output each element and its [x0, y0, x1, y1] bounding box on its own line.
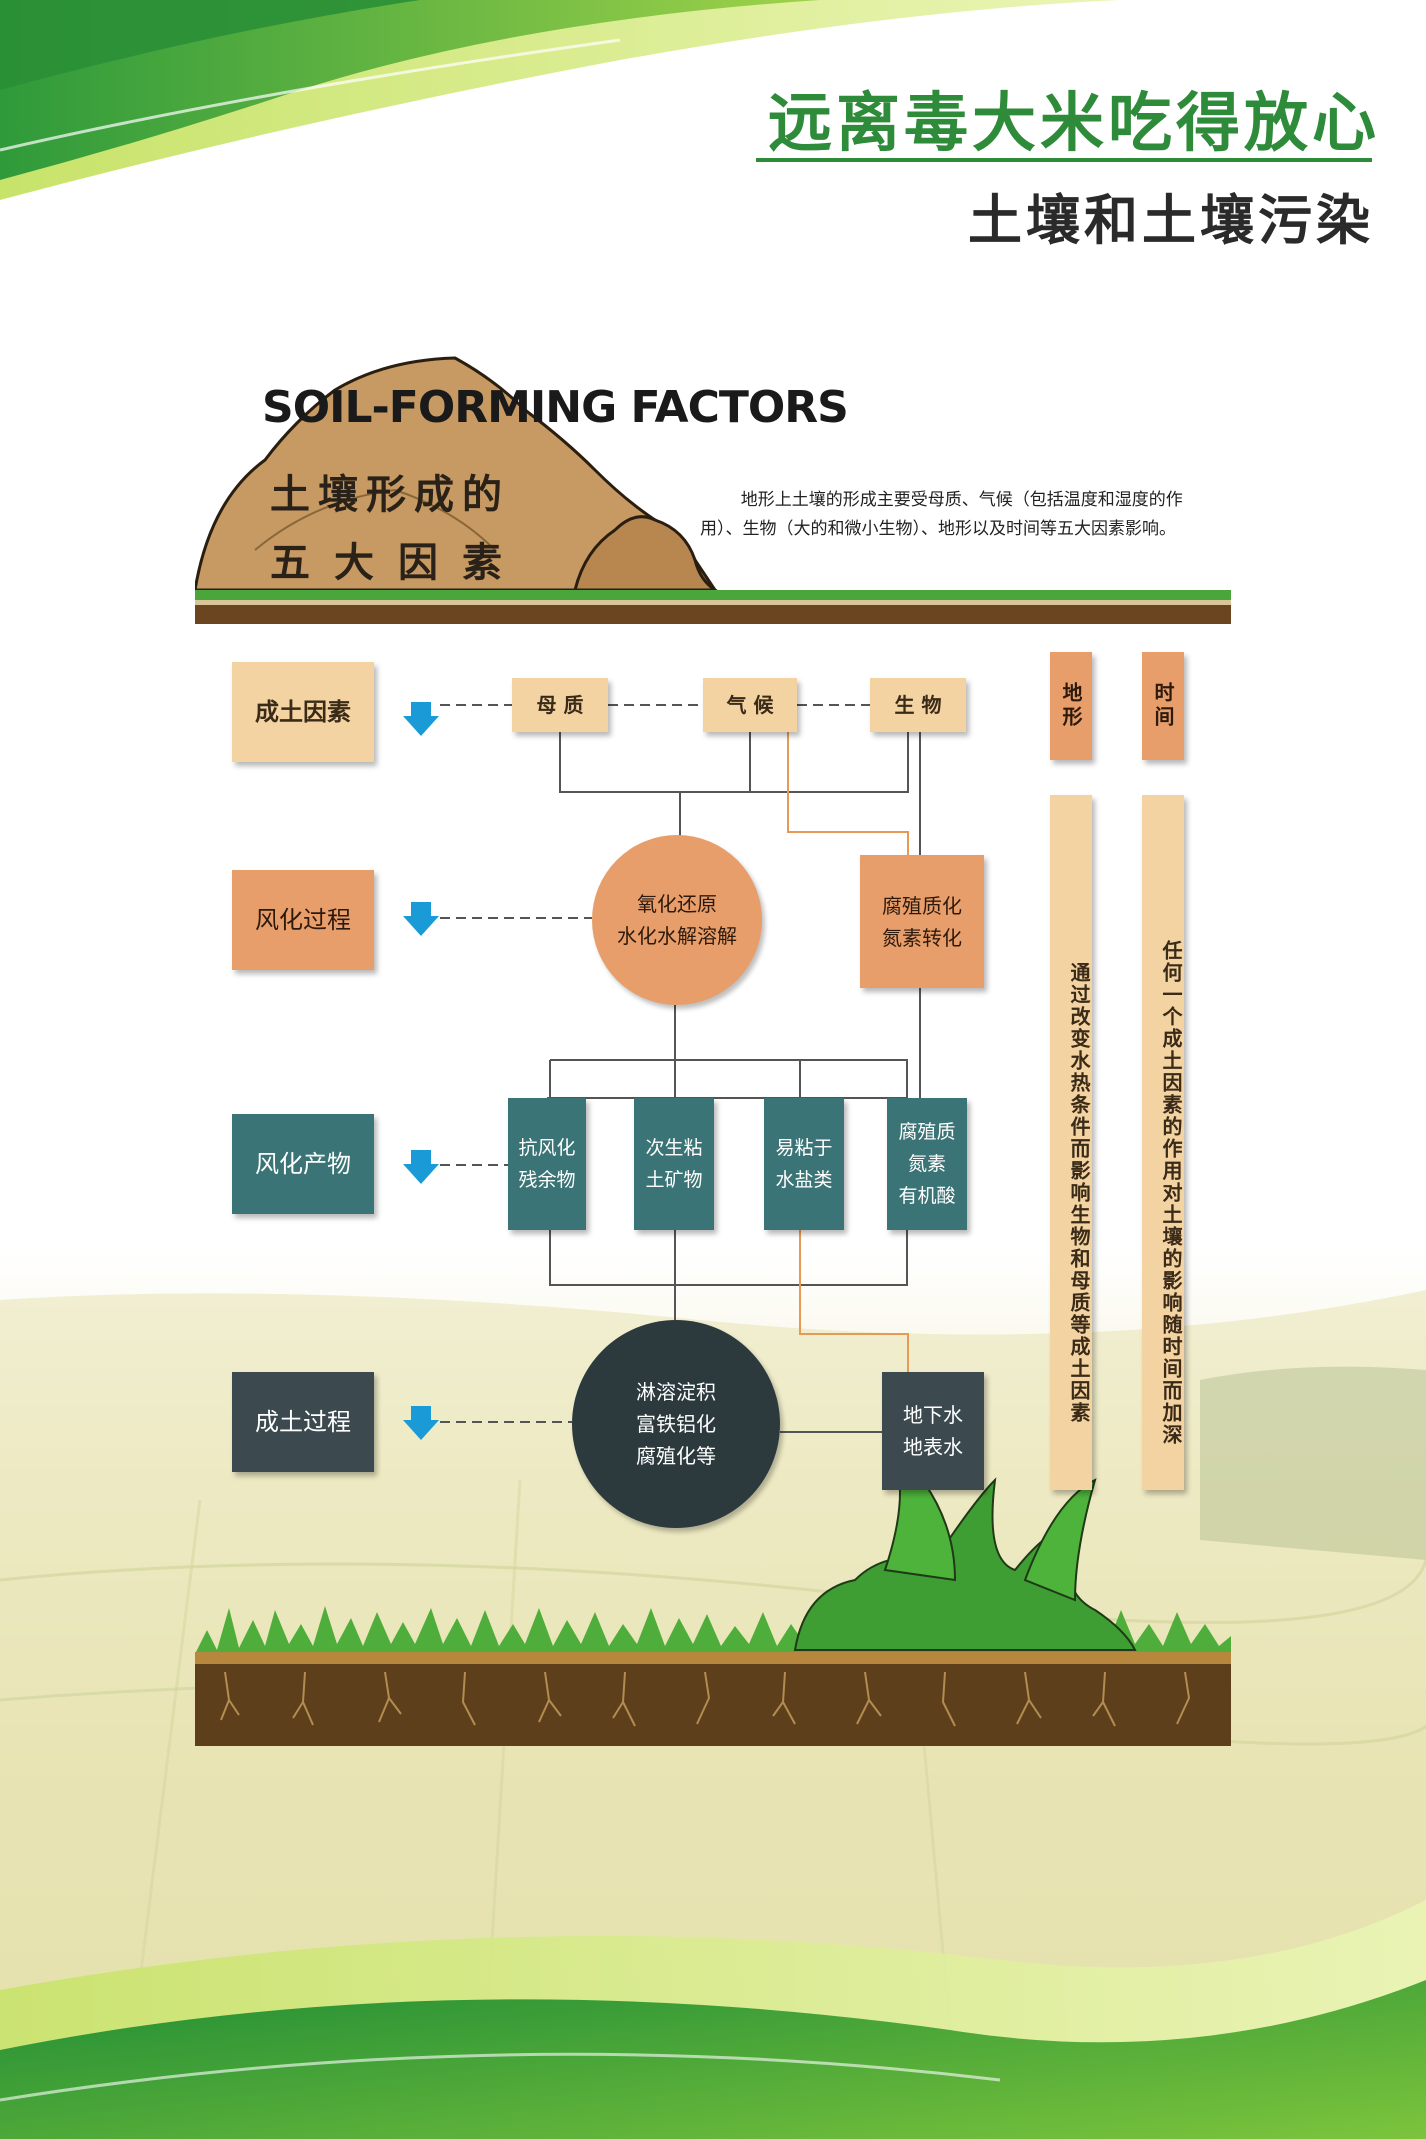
page-subtitle: 土壤和土壤污染	[968, 189, 1374, 252]
formation-process-node: 淋溶淀积富铁铝化腐殖化等	[572, 1320, 780, 1528]
down-arrow-icon	[403, 702, 439, 736]
mountain-banner	[195, 356, 1231, 624]
oxidation-label-line2: 水化水解溶解	[617, 924, 737, 948]
product1-line1: 抗风化	[518, 1137, 576, 1159]
water-label-line2: 地表水	[903, 1435, 963, 1459]
humification-label-line2: 氮素转化	[882, 925, 962, 950]
product3-line2: 水盐类	[775, 1169, 833, 1191]
side-label-terrain: 地形	[1050, 652, 1092, 760]
section-description: 地形上土壤的形成主要受母质、气候（包括温度和湿度的作用）、生物（大的和微小生物）…	[700, 490, 1183, 539]
section-title-en: SOIL-FORMING FACTORS	[262, 382, 849, 433]
factor-organisms: 生 物	[870, 678, 966, 732]
product3-line1: 易粘于	[775, 1137, 833, 1159]
product2-line2: 土矿物	[645, 1169, 703, 1191]
down-arrow-icon	[403, 1150, 439, 1184]
humification-node: 腐殖质化氮素转化	[860, 855, 984, 988]
oxidation-label-line1: 氧化还原	[637, 892, 717, 916]
grass-soil-strip	[195, 1440, 1231, 1746]
product4-line2: 氮素	[907, 1153, 946, 1175]
formation-label-line3: 腐殖化等	[636, 1444, 716, 1468]
down-arrow-icon	[403, 902, 439, 936]
product4-line3: 有机酸	[898, 1185, 956, 1207]
product1-line2: 残余物	[518, 1169, 576, 1191]
side-label-time: 时间	[1142, 652, 1184, 760]
product-resistant-residue: 抗风化残余物	[508, 1098, 586, 1230]
humification-label-line1: 腐殖质化	[882, 893, 962, 918]
row-label-weathering-products: 风化产物	[232, 1114, 374, 1214]
formation-label-line2: 富铁铝化	[636, 1412, 716, 1436]
row-label-soil-formation: 成土过程	[232, 1372, 374, 1472]
side-desc-time: 任何一个成土因素的作用对土壤的影响随时间而加深	[1142, 795, 1184, 1490]
factor-climate: 气 候	[703, 678, 797, 732]
product2-line1: 次生粘	[645, 1137, 703, 1159]
formation-label-line1: 淋溶淀积	[636, 1380, 716, 1404]
product-secondary-clay: 次生粘土矿物	[634, 1098, 714, 1230]
row-label-weathering-process: 风化过程	[232, 870, 374, 970]
product4-line1: 腐殖质	[898, 1121, 956, 1143]
down-arrow-icon	[403, 1406, 439, 1440]
product-soluble-salts: 易粘于水盐类	[764, 1098, 844, 1230]
side-desc-terrain: 通过改变水热条件而影响生物和母质等成土因素	[1050, 795, 1092, 1490]
section-title-cn-line2: 五大因素	[270, 540, 526, 586]
title-divider	[756, 158, 1372, 162]
water-label-line1: 地下水	[903, 1403, 963, 1427]
section-title-cn-line1: 土壤形成的	[270, 472, 510, 518]
groundwater-node: 地下水地表水	[882, 1372, 984, 1490]
row-label-soil-factors: 成土因素	[232, 662, 374, 762]
page-title: 远离毒大米吃得放心	[768, 87, 1380, 161]
oxidation-reduction-node: 氧化还原水化水解溶解	[592, 835, 762, 1005]
product-humus-acids: 腐殖质氮素有机酸	[887, 1098, 967, 1230]
factor-parent-material: 母 质	[512, 678, 608, 732]
